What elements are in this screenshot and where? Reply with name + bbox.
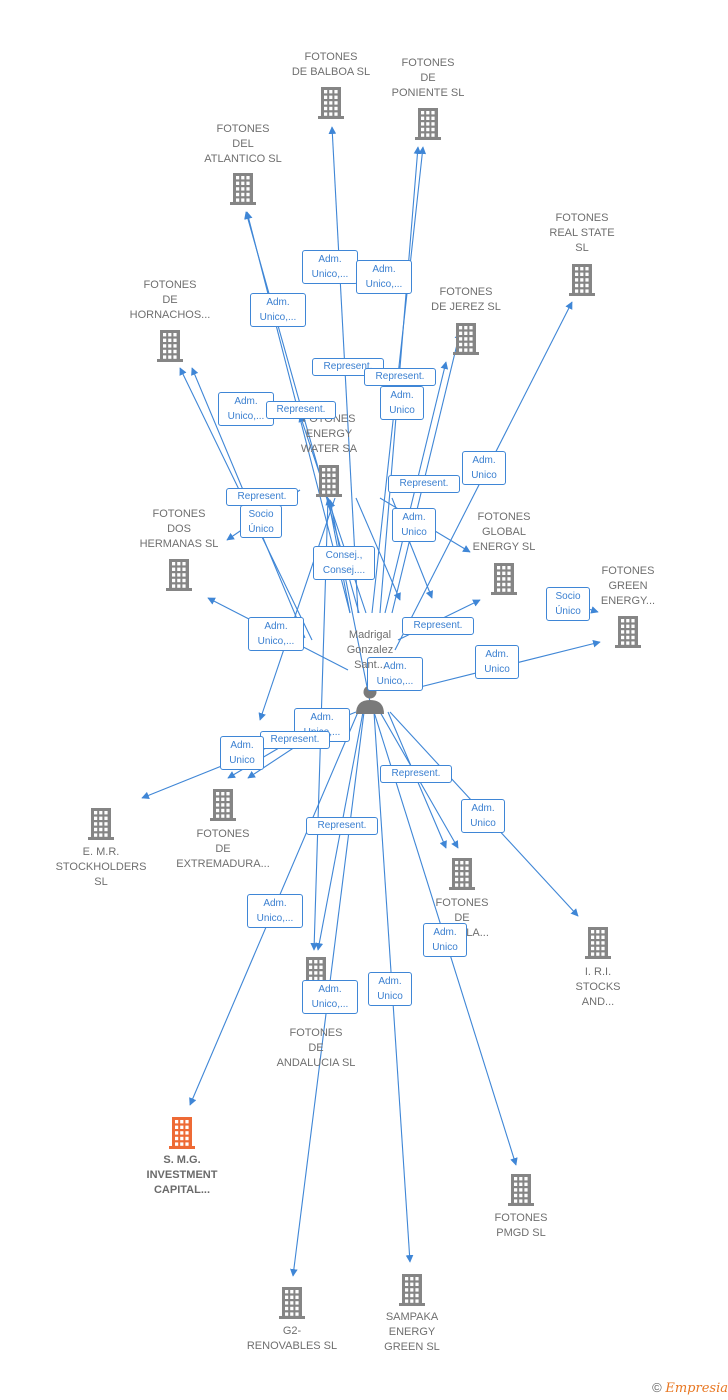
role-label: Adm. Unico,...	[247, 894, 303, 928]
building-icon[interactable]	[449, 858, 475, 890]
role-label: Represent.	[388, 475, 460, 493]
role-label: Adm. Unico,...	[248, 617, 304, 651]
role-label: Represent.	[226, 488, 298, 506]
building-icon[interactable]	[318, 87, 344, 119]
company-label-atlantico[interactable]: FOTONES DEL ATLANTICO SL	[204, 123, 282, 165]
role-label: Adm. Unico	[380, 386, 424, 420]
building-icon[interactable]	[569, 264, 595, 296]
role-label: Adm. Unico	[368, 972, 412, 1006]
building-icon[interactable]	[169, 1117, 195, 1149]
company-label-andalucia[interactable]: FOTONES DE ANDALUCIA SL	[276, 1027, 356, 1069]
building-icon[interactable]	[399, 1274, 425, 1306]
company-label-smg[interactable]: S. M.G. INVESTMENT CAPITAL...	[146, 1154, 218, 1196]
building-icon[interactable]	[585, 927, 611, 959]
role-label: Represent.	[266, 401, 336, 419]
role-label: Represent.	[306, 817, 378, 835]
role-label: Adm. Unico	[475, 645, 519, 679]
building-icon[interactable]	[316, 465, 342, 497]
edge-arrow	[391, 331, 463, 614]
company-label-balboa[interactable]: FOTONES DE BALBOA SL	[291, 51, 371, 78]
building-icon[interactable]	[508, 1174, 534, 1206]
company-label-hornachos[interactable]: FOTONES DE HORNACHOS...	[129, 279, 211, 321]
copyright-symbol: ©	[652, 1380, 662, 1395]
edge-arrow	[327, 499, 373, 713]
role-label: Adm. Unico	[220, 736, 264, 770]
role-label: Adm. Unico,...	[367, 657, 423, 691]
building-icon[interactable]	[88, 808, 114, 840]
role-label: Adm. Unico,...	[250, 293, 306, 327]
role-label: Adm. Unico	[423, 923, 467, 957]
building-icon[interactable]	[279, 1287, 305, 1319]
building-icon[interactable]	[615, 616, 641, 648]
role-label: Adm. Unico,...	[302, 980, 358, 1014]
company-label-sampaka[interactable]: SAMPAKA ENERGY GREEN SL	[384, 1311, 440, 1353]
building-icon[interactable]	[453, 323, 479, 355]
brand-logo[interactable]: Empresia	[665, 1381, 728, 1396]
building-icon[interactable]	[491, 563, 517, 595]
edge-arrow	[258, 497, 336, 721]
role-label: Socio Único	[546, 587, 590, 621]
role-label: Adm. Unico,...	[218, 392, 274, 426]
role-label: Socio Único	[240, 505, 282, 538]
company-label-realstate[interactable]: FOTONES REAL STATE SL	[549, 212, 615, 254]
company-label-green[interactable]: FOTONES GREEN ENERGY...	[600, 565, 656, 607]
footer: © Empresia	[652, 1380, 728, 1396]
role-label: Adm. Unico	[392, 508, 436, 542]
company-label-jerez[interactable]: FOTONES DE JEREZ SL	[431, 286, 501, 313]
role-label: Adm. Unico,...	[356, 260, 412, 294]
building-icon[interactable]	[230, 173, 256, 205]
role-label: Represent.	[380, 765, 452, 783]
company-label-g2[interactable]: G2- RENOVABLES SL	[246, 1325, 338, 1352]
company-label-emr[interactable]: E. M.R. STOCKHOLDERS SL	[55, 846, 147, 888]
role-label: Consej., Consej....	[313, 546, 375, 580]
building-icon[interactable]	[210, 789, 236, 821]
company-label-dos[interactable]: FOTONES DOS HERMANAS SL	[139, 508, 219, 550]
edge-arrow	[355, 497, 401, 601]
person-label[interactable]: Madrigal Gonzalez Sant...	[346, 629, 394, 671]
role-label: Represent.	[402, 617, 474, 635]
building-icon[interactable]	[415, 108, 441, 140]
company-label-global[interactable]: FOTONES GLOBAL ENERGY SL	[472, 511, 536, 553]
role-label: Adm. Unico	[461, 799, 505, 833]
role-label: Adm. Unico	[462, 451, 506, 485]
company-label-poniente[interactable]: FOTONES DE PONIENTE SL	[391, 57, 465, 99]
building-icon[interactable]	[157, 330, 183, 362]
role-label: Represent.	[364, 368, 436, 386]
company-label-iri[interactable]: I. R.I. STOCKS AND...	[575, 966, 621, 1008]
role-label: Represent.	[260, 731, 330, 749]
company-label-extremadura[interactable]: FOTONES DE EXTREMADURA...	[176, 828, 270, 870]
role-label: Adm. Unico,...	[302, 250, 358, 284]
building-icon[interactable]	[166, 559, 192, 591]
company-label-pmgd[interactable]: FOTONES PMGD SL	[494, 1212, 548, 1239]
